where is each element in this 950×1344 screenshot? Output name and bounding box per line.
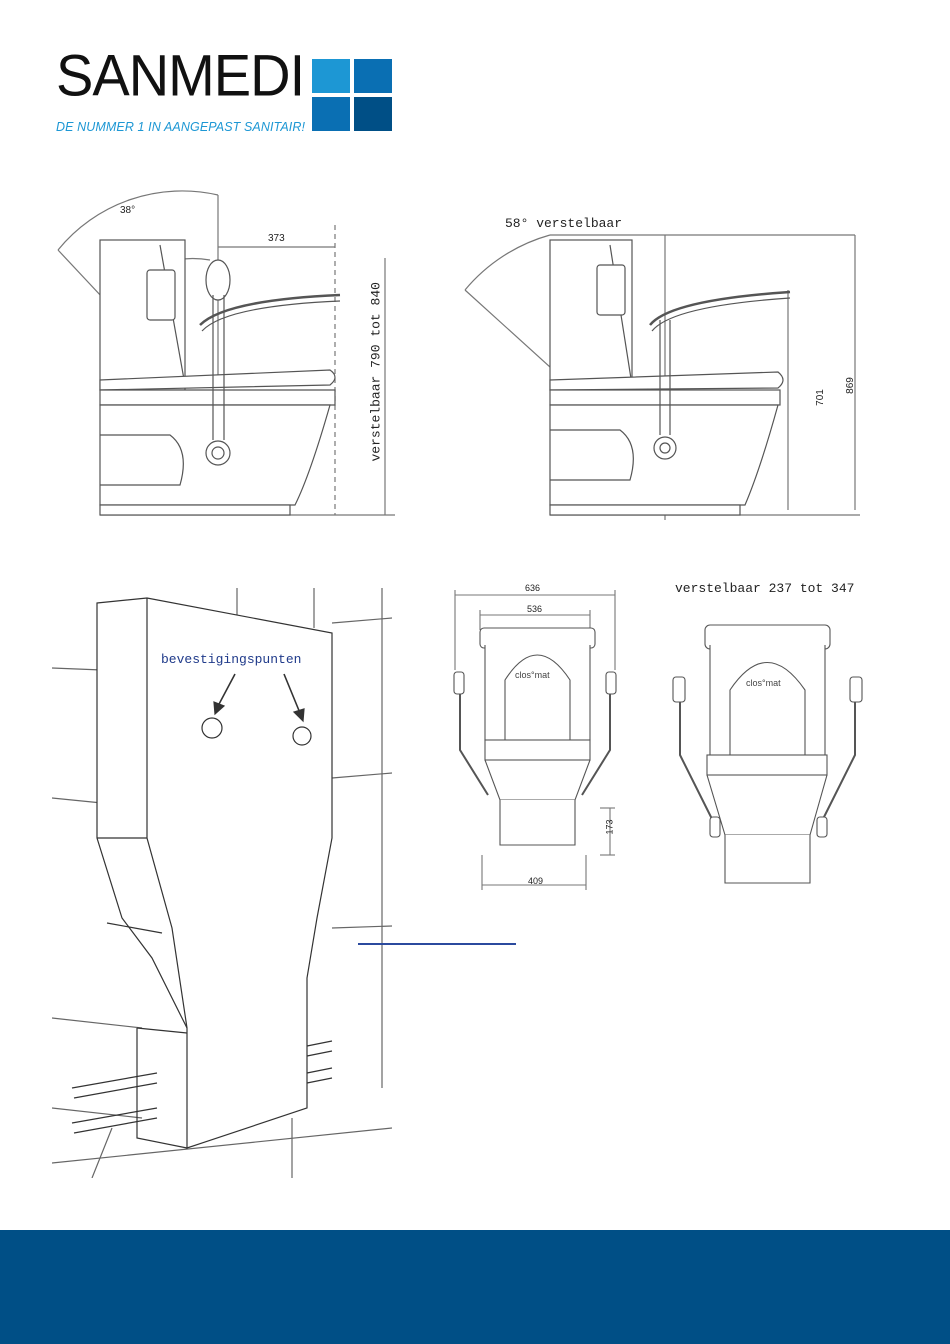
angle-adjust-label-58: 58° verstelbaar	[505, 216, 622, 231]
divider-line	[358, 943, 516, 945]
dimension-536: 536	[527, 604, 542, 614]
height-adjust-label: verstelbaar 790 tot 840	[369, 302, 384, 462]
dimension-701: 701	[815, 389, 826, 406]
front-view-drawing-2	[665, 605, 875, 895]
dimension-869: 869	[845, 377, 856, 394]
dimension-173: 173	[605, 819, 615, 834]
closomat-mark-2: clos°mat	[746, 678, 781, 688]
side-view-drawing-1	[50, 185, 400, 525]
closomat-mark-1: clos°mat	[515, 670, 550, 680]
installation-drawing	[52, 588, 392, 1178]
logo-tagline: DE NUMMER 1 IN AANGEPAST SANITAIR!	[56, 120, 305, 134]
logo-wordmark: SANMEDI	[56, 46, 304, 105]
side-view-drawing-2	[460, 220, 870, 525]
footer-bar	[0, 1230, 950, 1344]
mounting-points-label: bevestigingspunten	[161, 652, 301, 667]
dimension-373: 373	[268, 233, 285, 244]
angle-label-38: 38°	[120, 205, 135, 216]
front-view-drawing-1	[440, 590, 630, 890]
dimension-636: 636	[525, 583, 540, 593]
logo-squares	[312, 59, 392, 131]
dimension-409: 409	[528, 876, 543, 886]
width-adjust-label: verstelbaar 237 tot 347	[675, 581, 854, 596]
